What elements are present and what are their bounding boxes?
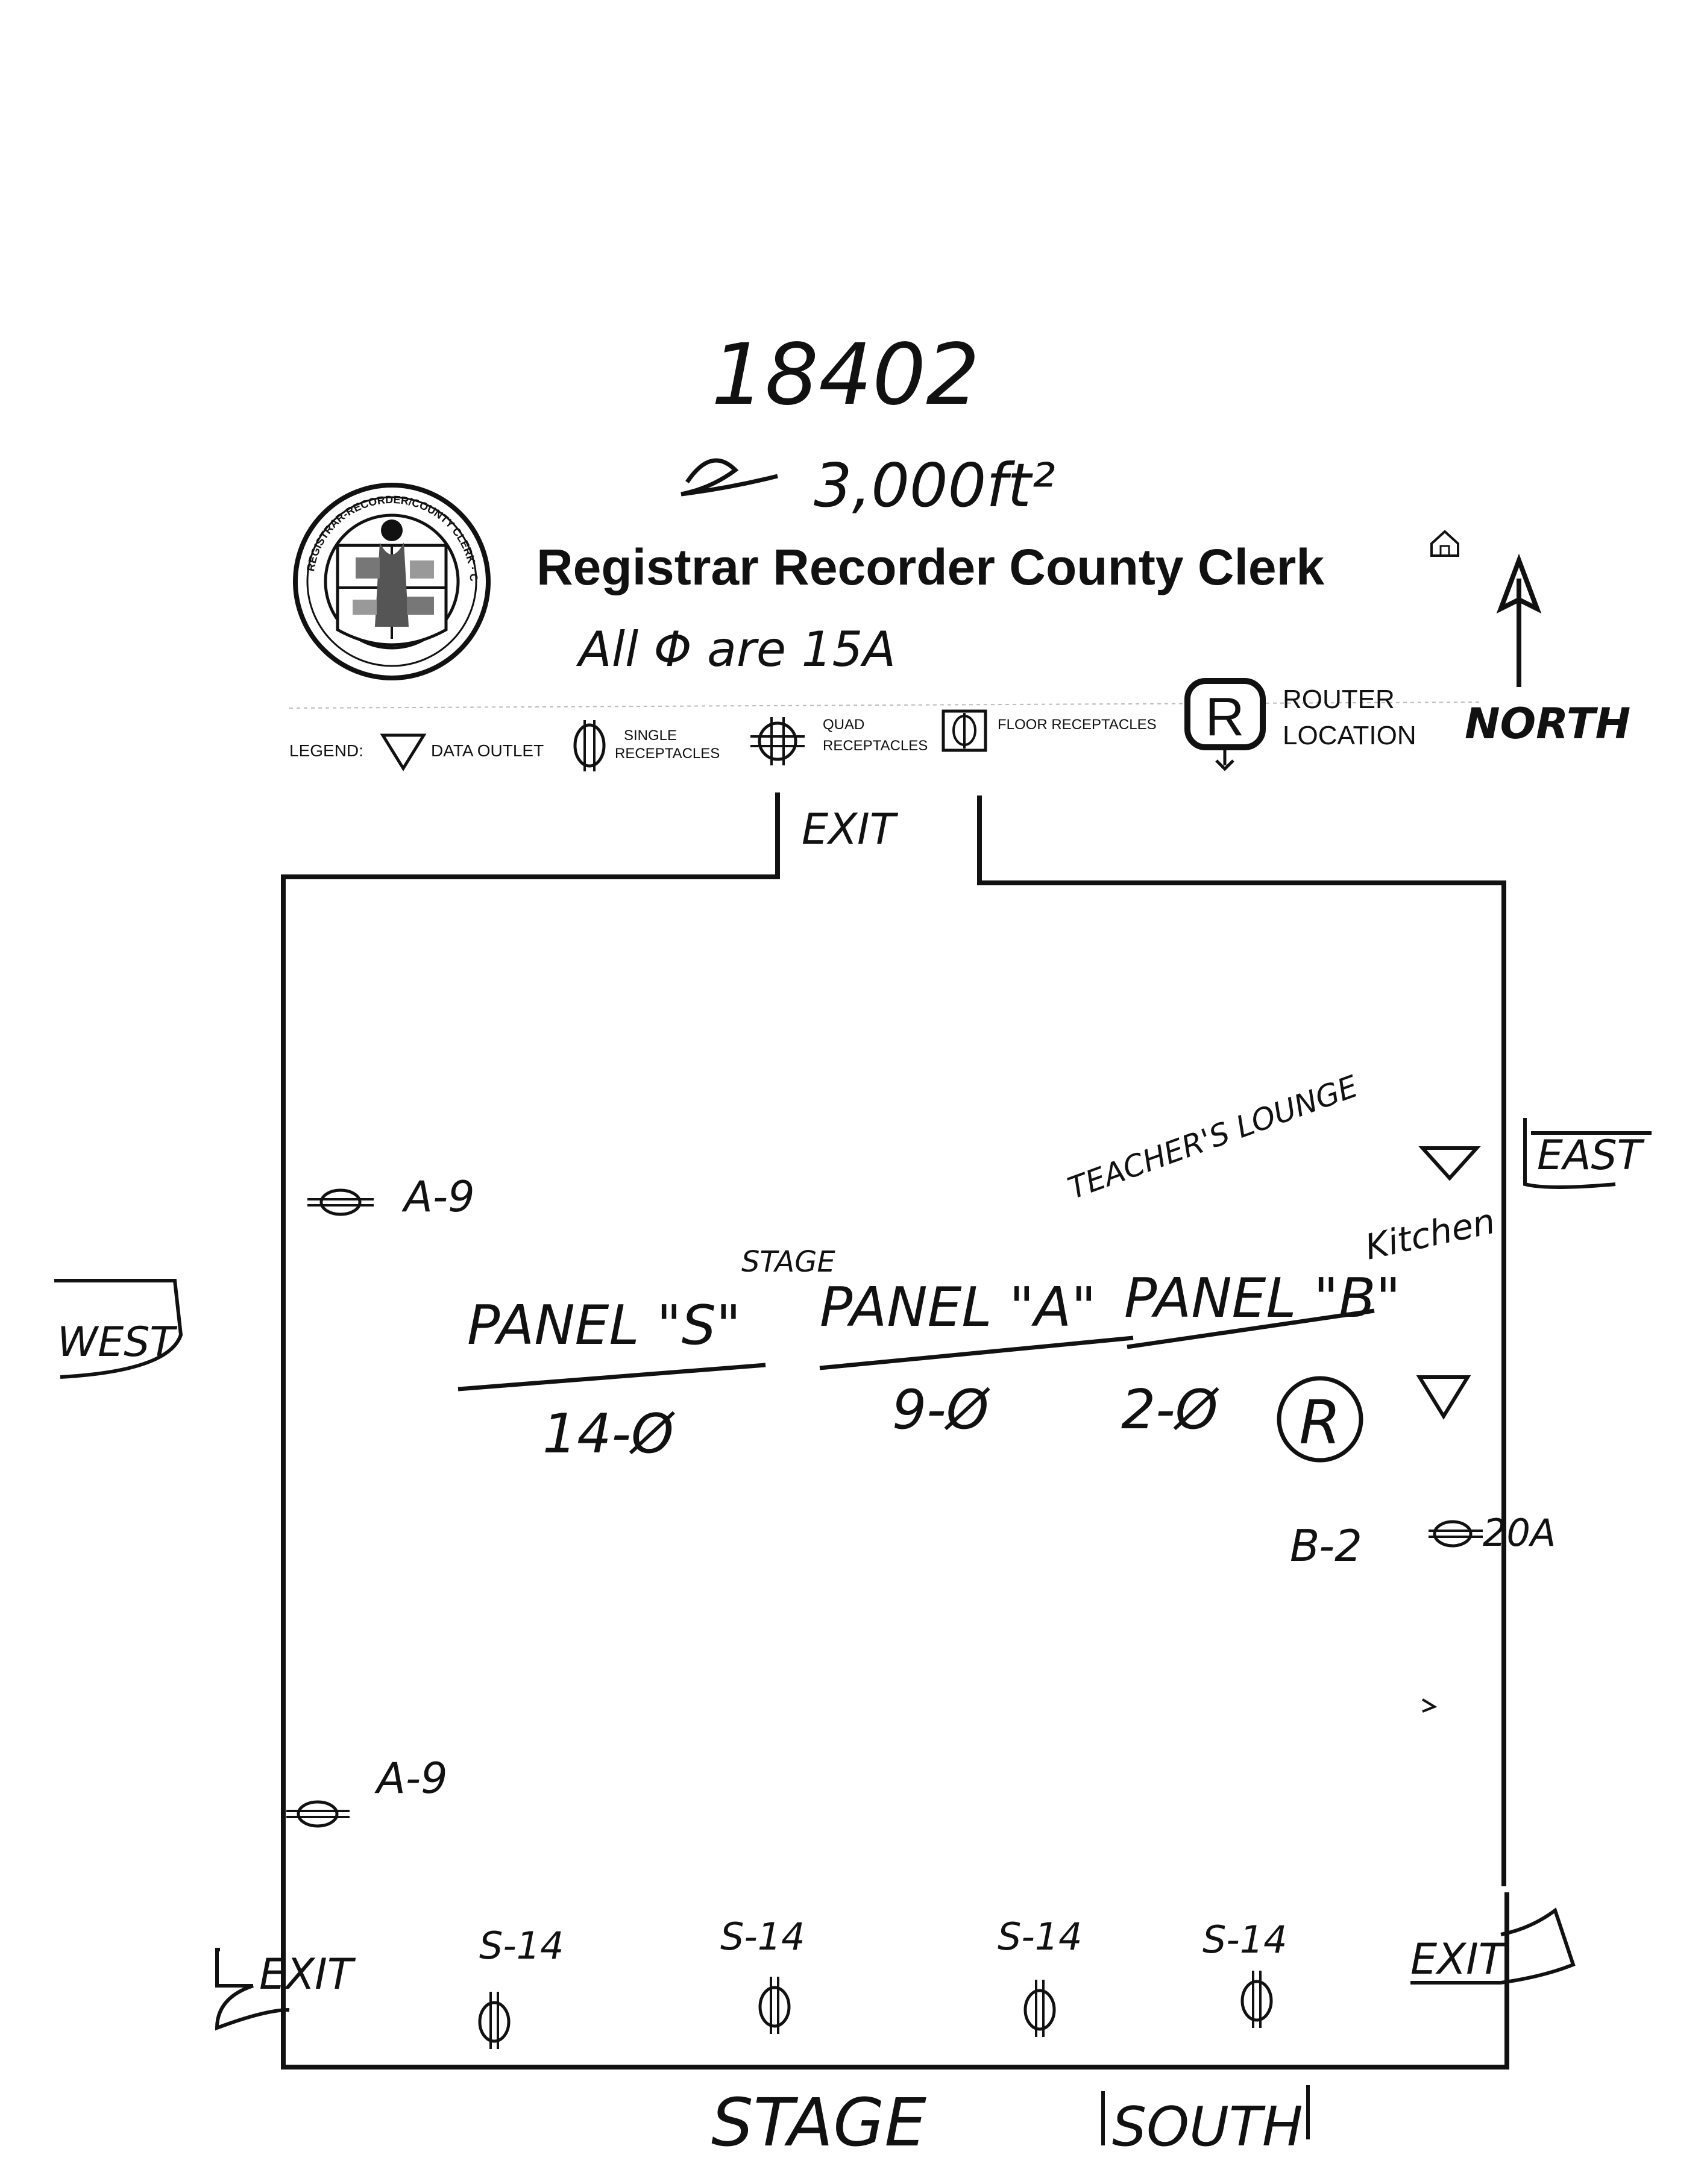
legend: LEGEND: DATA OUTLET SINGLE RECEPTACLES Q… [289, 678, 1483, 771]
panel-b-name: PANEL "B" [1124, 1267, 1401, 1330]
stage-receptacle-label-3: S-14 [998, 1915, 1083, 1959]
panel-s: PANEL "S" 14-Ø [457, 1294, 766, 1466]
panel-s-value: 14-Ø [542, 1402, 675, 1466]
panel-b-value: 2-Ø [1121, 1378, 1219, 1442]
north-arrow-icon [1496, 553, 1542, 687]
east-receptacle-label: B-2 [1290, 1520, 1362, 1571]
county-seal-logo: REGISTRAR-RECORDER/COUNTY CLERK · COUNTY… [0, 0, 491, 680]
legend-item-quad-line2: RECEPTACLES [823, 738, 928, 754]
east-label: EAST [1537, 1132, 1645, 1179]
legend-item-router-line1: ROUTER [1283, 685, 1395, 714]
handwritten-area: 3,000ft² [814, 450, 1055, 521]
annotation-lounge: TEACHER'S LOUNGE [1063, 1068, 1362, 1206]
legend-item-single-line1: SINGLE [624, 727, 677, 744]
exit-southeast-label: EXIT [1410, 1935, 1507, 1984]
single-receptacle-icon [1429, 1520, 1483, 1548]
west-label-box [54, 1279, 183, 1379]
legend-label: LEGEND: [289, 741, 363, 760]
stage-receptacle-label-2: S-14 [720, 1915, 805, 1959]
annotation-stage: STAGE [741, 1245, 835, 1279]
router-location-icon: R [1277, 1376, 1363, 1463]
single-receptacle-icon [286, 1800, 350, 1828]
stage-receptacle-label-1: S-14 [479, 1924, 564, 1968]
legend-item-data-outlet: DATA OUTLET [431, 741, 544, 760]
stage-label: STAGE [711, 2084, 926, 2161]
west-outlet-label-1: A-9 [401, 1172, 475, 1222]
single-receptacle-icon [573, 720, 606, 771]
svg-text:R: R [1299, 1387, 1341, 1458]
page-title: Registrar Recorder County Clerk [536, 539, 1324, 595]
quad-receptacle-icon [750, 717, 805, 765]
exit-southeast-flag [1410, 1907, 1576, 1985]
single-receptacle-icon [478, 1992, 511, 2049]
panel-b: PANEL "B" 2-Ø [1121, 1267, 1401, 1442]
home-icon [1430, 530, 1459, 557]
exit-north-label: EXIT [802, 805, 899, 854]
handwritten-note: All Φ are 15A [576, 621, 896, 677]
single-receptacle-icon [758, 1977, 791, 2034]
panel-s-name: PANEL "S" [467, 1294, 741, 1357]
legend-item-single-line2: RECEPTACLES [615, 745, 720, 762]
west-label: WEST [57, 1319, 177, 1366]
handwritten-number: 18402 [711, 326, 979, 424]
compass-label: NORTH [1465, 699, 1630, 748]
west-outlet-label-2: A-9 [374, 1754, 448, 1803]
triangle-down-icon [1418, 1146, 1481, 1181]
south-label-box [1101, 2085, 1310, 2145]
east-receptacle-rating: 20A [1483, 1511, 1556, 1555]
panel-a: PANEL "A" 9-Ø [819, 1276, 1134, 1442]
stage-receptacle-label-4: S-14 [1202, 1918, 1287, 1962]
legend-item-router-line2: LOCATION [1283, 721, 1416, 750]
svg-text:R: R [1206, 687, 1245, 747]
single-receptacle-icon [1240, 1971, 1273, 2028]
triangle-down-icon [380, 733, 427, 771]
legend-item-floor: FLOOR RECEPTACLES [998, 717, 1157, 733]
room-outline [281, 792, 1509, 2069]
south-label: SOUTH [1112, 2095, 1303, 2159]
floor-receptacle-icon [942, 709, 987, 752]
legend-item-quad-line1: QUAD [823, 717, 864, 733]
exit-southwest-flag [215, 1948, 290, 2031]
router-icon: R [1184, 678, 1266, 771]
east-label-box [1523, 1118, 1652, 1189]
single-receptacle-icon [1023, 1980, 1056, 2037]
triangle-down-icon [1416, 1375, 1471, 1420]
annotation-kitchen: Kitchen [1362, 1200, 1498, 1268]
approx-mark [681, 458, 778, 497]
exit-southwest-label: EXIT [259, 1950, 356, 1999]
triangle-down-icon [1421, 1698, 1438, 1713]
single-receptacle-icon [307, 1188, 374, 1216]
panel-a-name: PANEL "A" [820, 1276, 1096, 1339]
panel-a-value: 9-Ø [892, 1378, 990, 1442]
